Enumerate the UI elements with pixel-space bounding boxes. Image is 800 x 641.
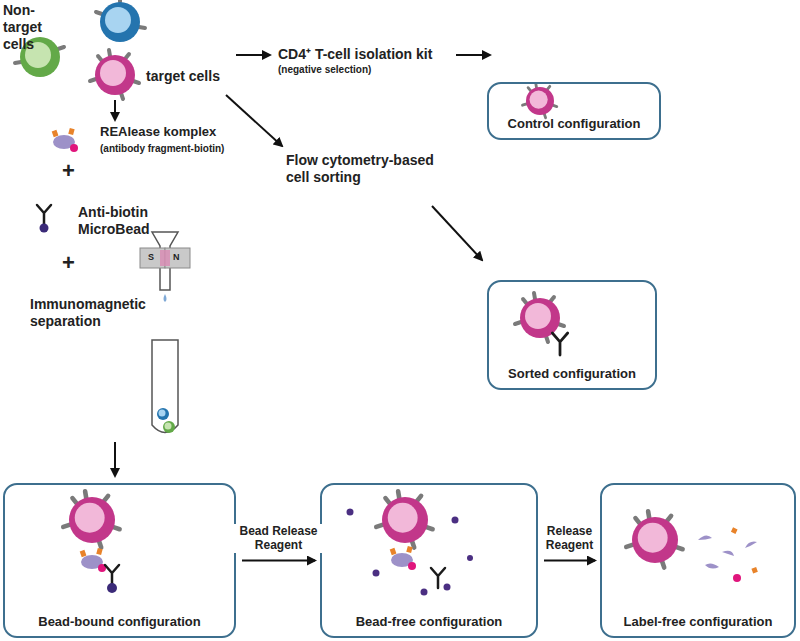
anti-biotin-microbead xyxy=(105,565,119,593)
plus-sign: + xyxy=(62,158,75,184)
magnet-pole: S xyxy=(148,252,154,263)
reagent-label: Anti-biotin MicroBead xyxy=(78,204,163,238)
configuration-box: Bead-free configuration xyxy=(320,483,538,638)
flow-arrows xyxy=(115,55,490,476)
reagent-label: Bead Release Reagent xyxy=(234,524,324,553)
kit-label: CD4⁺ T-cell isolation kit xyxy=(278,46,432,63)
plus-sign: + xyxy=(62,250,75,276)
target-cell xyxy=(376,491,432,547)
process-arrow xyxy=(544,560,595,562)
target-cell xyxy=(626,511,682,567)
target-cell xyxy=(523,84,557,118)
antibody xyxy=(552,333,567,355)
configuration-box: Control configuration xyxy=(487,82,661,140)
realease-complex xyxy=(80,548,106,572)
box-title: Label-free configuration xyxy=(602,614,794,630)
magnetic-column xyxy=(140,232,190,433)
anti-biotin-microbead xyxy=(37,205,51,233)
magnet-pole: N xyxy=(173,252,180,263)
step-label: Immunomagnetic separation xyxy=(30,296,140,330)
box-title: Sorted configuration xyxy=(489,366,655,382)
box-title: Control configuration xyxy=(489,116,659,132)
antibody xyxy=(431,568,445,588)
reagent-note: (antibody fragment-biotin) xyxy=(100,143,224,155)
box-title: Bead-free configuration xyxy=(322,614,536,630)
reagent-label: REAlease komplex xyxy=(100,124,216,140)
target-cell xyxy=(90,50,139,99)
cell-label: Non-target cells xyxy=(3,2,65,52)
realease-complex xyxy=(390,546,416,570)
realease-complex xyxy=(52,128,78,152)
configuration-box: Label-free configuration xyxy=(600,483,796,638)
box-title: Bead-bound configuration xyxy=(5,614,234,630)
released-fragments xyxy=(698,527,758,582)
target-cell xyxy=(63,491,119,547)
non-target-cell xyxy=(96,0,145,42)
released-beads xyxy=(347,509,474,596)
kit-note: (negative selection) xyxy=(278,64,371,76)
target-cell xyxy=(515,293,564,342)
step-label: Flow cytometry-based cell sorting xyxy=(286,152,436,186)
reagent-label: Release Reagent xyxy=(542,524,598,553)
configuration-box: Bead-bound configuration xyxy=(3,483,236,638)
process-arrow xyxy=(242,560,315,562)
cell-label: target cells xyxy=(146,68,220,85)
configuration-box: Sorted configuration xyxy=(487,280,657,390)
